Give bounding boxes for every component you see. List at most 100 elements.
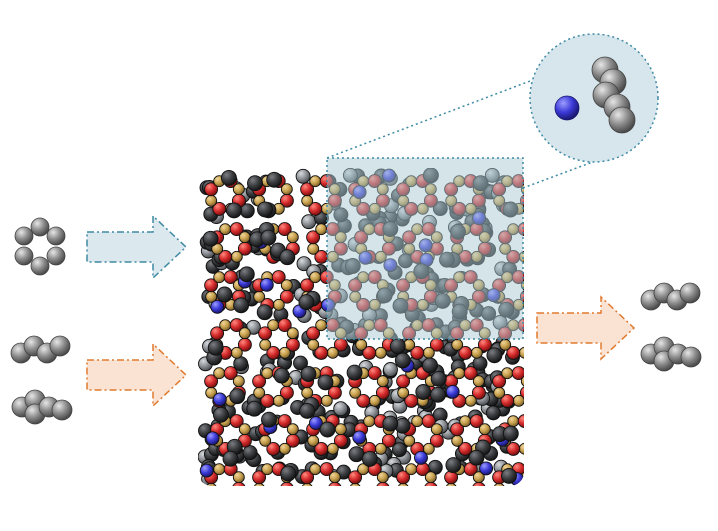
silicon-atom	[232, 183, 245, 196]
carbon-dark-atom	[293, 355, 308, 371]
metal-ion-atom	[199, 463, 214, 478]
oxygen-atom	[463, 366, 478, 381]
metal-ion-atom	[205, 431, 220, 446]
silicon-atom	[493, 482, 506, 486]
metal-ion-atom	[414, 450, 428, 465]
zoom-connector-left	[326, 77, 539, 159]
silicon-atom	[261, 367, 274, 380]
silicon-atom	[527, 424, 538, 435]
silicon-atom	[397, 386, 410, 399]
guest-molecule-icon	[591, 56, 636, 134]
carbon-dark-atom	[394, 352, 411, 369]
carbon-dark-atom	[445, 457, 462, 474]
orange-output-arrow	[536, 295, 636, 361]
silicon-atom	[518, 442, 524, 455]
carbon-dark-atom	[348, 446, 365, 463]
carbon-dark-atom	[212, 406, 229, 423]
oxygen-atom	[506, 441, 521, 456]
silicon-atom	[301, 386, 314, 399]
silicon-atom	[230, 250, 243, 263]
oxygen-atom	[204, 278, 219, 293]
oxygen-atom	[229, 318, 244, 333]
pore	[454, 472, 476, 486]
oxygen-atom	[423, 481, 438, 486]
silicon-atom	[307, 338, 320, 351]
carbon-dark-atom	[256, 304, 273, 321]
silicon-atom	[459, 415, 472, 428]
pore	[460, 424, 482, 446]
linear-molecule-icon	[10, 335, 71, 364]
oxygen-atom	[396, 374, 411, 389]
oxygen-atom	[306, 230, 321, 245]
silicon-atom	[213, 367, 226, 380]
oxygen-atom	[300, 278, 315, 293]
oxygen-atom	[314, 345, 329, 360]
oxygen-atom	[218, 249, 233, 264]
silicon-atom	[219, 319, 232, 332]
silicon-atom	[472, 375, 485, 388]
silicon-atom	[213, 463, 226, 476]
silicon-atom	[230, 346, 243, 359]
oxygen-atom	[421, 414, 436, 429]
blue-input-arrow	[86, 214, 188, 280]
output-branched-molecule-icon	[640, 336, 702, 372]
oxygen-atom	[519, 481, 524, 486]
carbon-dark-atom	[242, 445, 258, 461]
silicon-atom	[238, 327, 251, 340]
silicon-atom	[205, 482, 218, 486]
silicon-atom	[512, 394, 524, 407]
carbon-dark-atom	[430, 370, 447, 387]
silicon-atom	[315, 319, 328, 332]
pore	[358, 472, 380, 486]
oxygen-atom	[229, 414, 244, 429]
silicon-atom	[374, 346, 387, 359]
oxygen-atom	[308, 201, 323, 216]
oxygen-atom	[277, 318, 292, 333]
silicon-atom	[507, 415, 520, 428]
oxygen-atom	[404, 393, 419, 408]
oxygen-atom	[492, 374, 507, 389]
oxygen-atom	[261, 490, 274, 503]
silicon-atom	[499, 338, 512, 351]
carbon-dark-atom	[300, 366, 317, 382]
metal-ion-atom	[210, 299, 225, 314]
carbon-dark-atom	[361, 450, 378, 467]
metal-ion-atom	[352, 430, 367, 445]
pore	[412, 424, 434, 446]
oxygen-atom	[519, 385, 524, 400]
oxygen-atom	[511, 366, 524, 381]
oxygen-atom	[252, 470, 267, 485]
carbon-dark-atom	[246, 400, 263, 417]
silicon-atom	[225, 491, 236, 502]
pore	[406, 472, 428, 486]
oxygen-atom	[375, 481, 390, 486]
carbon-light-atom	[296, 256, 312, 272]
oxygen-atom	[252, 374, 267, 389]
pore	[364, 424, 386, 446]
silicon-atom	[518, 346, 524, 359]
oxygen-atom	[279, 481, 294, 486]
oxygen-atom	[309, 490, 322, 503]
silicon-atom	[205, 194, 218, 207]
carbon-dark-atom	[317, 374, 334, 391]
silicon-atom	[334, 423, 347, 436]
silicon-atom	[273, 491, 284, 502]
carbon-light-atom	[301, 214, 317, 230]
oxygen-atom	[471, 481, 486, 486]
ring-molecule-icon	[14, 217, 66, 276]
orange-input-arrow	[86, 342, 188, 408]
pore	[214, 184, 236, 206]
oxygen-atom	[450, 422, 465, 437]
carbon-dark-atom	[266, 171, 283, 188]
silicon-atom	[307, 242, 320, 255]
silicon-atom	[307, 434, 320, 447]
carbon-dark-atom	[202, 230, 219, 247]
oxygen-atom	[223, 270, 238, 285]
oxygen-atom	[357, 490, 370, 503]
silicon-atom	[326, 346, 339, 359]
pore	[502, 376, 524, 398]
oxygen-atom	[212, 201, 227, 216]
silicon-atom	[272, 394, 285, 407]
oxygen-atom	[327, 481, 342, 486]
silicon-atom	[278, 442, 291, 455]
